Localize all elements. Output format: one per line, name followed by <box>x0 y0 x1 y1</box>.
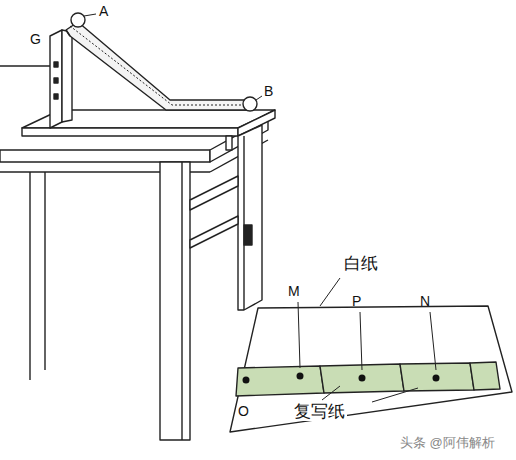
carbon-paper-label: 复写纸 <box>292 402 347 421</box>
point-label: M <box>288 284 300 298</box>
stand-label: G <box>30 32 41 46</box>
watermark: 头条 @阿伟解析 <box>400 436 495 449</box>
point-label: N <box>420 294 430 308</box>
point-label: O <box>238 404 249 418</box>
ball-label: A <box>99 4 108 18</box>
ball-label: B <box>264 84 273 98</box>
point-label: P <box>352 294 361 308</box>
paper-label: 白纸 <box>342 254 380 273</box>
